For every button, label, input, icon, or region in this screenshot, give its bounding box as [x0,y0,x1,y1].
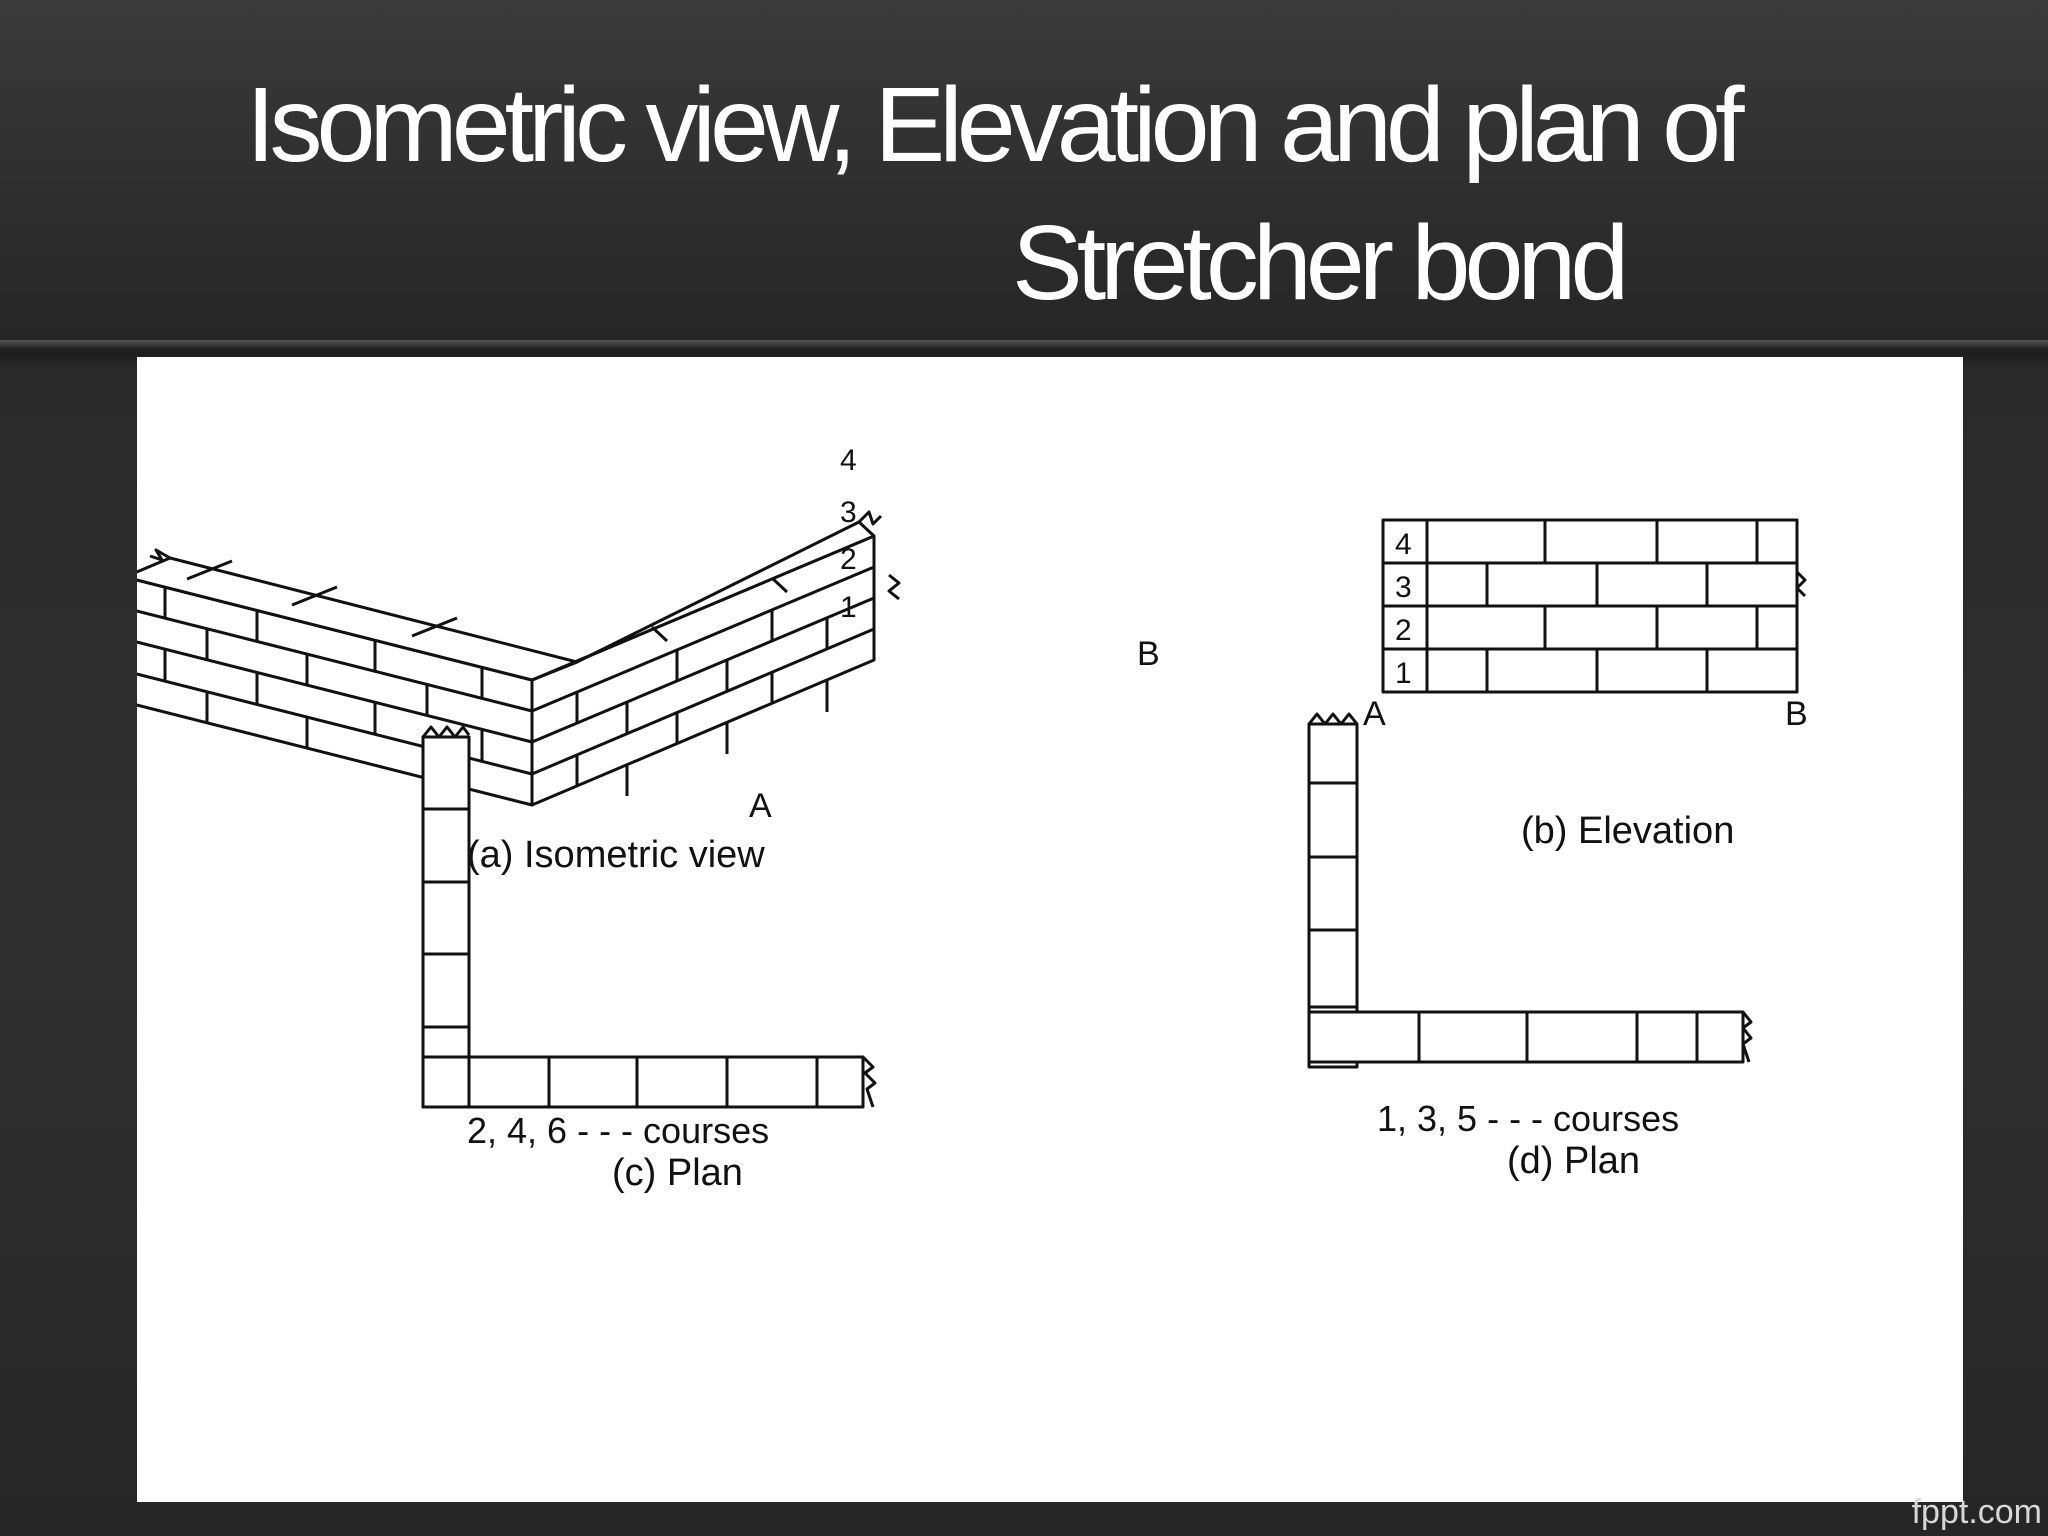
break-mark-right [857,510,883,526]
plan-c-courses-label: 2, 4, 6 - - - courses [467,1110,769,1151]
iso-course-label-4: 4 [840,444,857,477]
plan-d-break-top [1307,712,1359,726]
elev-course-label-2: 2 [1395,614,1412,647]
header-divider [0,340,2048,350]
plan-c-break-top [421,725,471,739]
iso-end-label-b: B [1137,635,1160,673]
left-perpends [163,587,484,778]
stretcher-bond-diagram: 4 3 2 1 B A (a) Isometric view 4 3 2 [137,444,1808,1194]
diagram-panel: 4 3 2 1 B A (a) Isometric view 4 3 2 [137,357,1963,1502]
break-mark-left [149,548,171,562]
elev-end-label-a: A [1363,695,1386,733]
plan-d-break-right [1741,1011,1753,1063]
iso-course-label-1: 1 [840,591,857,624]
plan-odd-figure [1307,712,1753,1069]
iso-caption: (a) Isometric view [467,834,765,876]
plan-c-break-right [861,1055,877,1108]
plan-d-caption: (d) Plan [1507,1140,1640,1182]
elev-course-label-4: 4 [1395,528,1412,561]
elevation-figure [1381,518,1807,694]
elev-end-label-b: B [1785,695,1808,733]
slide-title-line1: Isometric view, Elevation and plan of [246,66,1745,184]
slide-title-line2: Stretcher bond [1012,204,1629,322]
plan-even-labels: 2, 4, 6 - - - courses (c) Plan [467,1110,769,1194]
iso-course-label-3: 3 [840,496,857,529]
break-mark-right-side [887,573,901,601]
right-perpends [575,610,829,796]
plan-odd-labels: 1, 3, 5 - - - courses (d) Plan [1377,1098,1679,1182]
iso-end-label-a: A [749,787,772,825]
iso-course-label-2: 2 [840,543,857,576]
elevation-break-mark [1795,570,1807,598]
elev-course-label-1: 1 [1395,657,1412,690]
isometric-view-figure [137,510,901,807]
isometric-labels: 4 3 2 1 B A (a) Isometric view [467,444,1160,876]
elevation-labels: 4 3 2 1 A B (b) Elevation [1363,528,1808,852]
plan-c-caption: (c) Plan [612,1152,743,1194]
plan-even-figure [421,725,877,1109]
elev-course-label-3: 3 [1395,571,1412,604]
elevation-caption: (b) Elevation [1521,810,1734,852]
top-joints [186,559,789,643]
plan-d-courses-label: 1, 3, 5 - - - courses [1377,1098,1679,1139]
right-course-lines [531,565,875,776]
watermark: fppt.com [1911,1493,2042,1531]
